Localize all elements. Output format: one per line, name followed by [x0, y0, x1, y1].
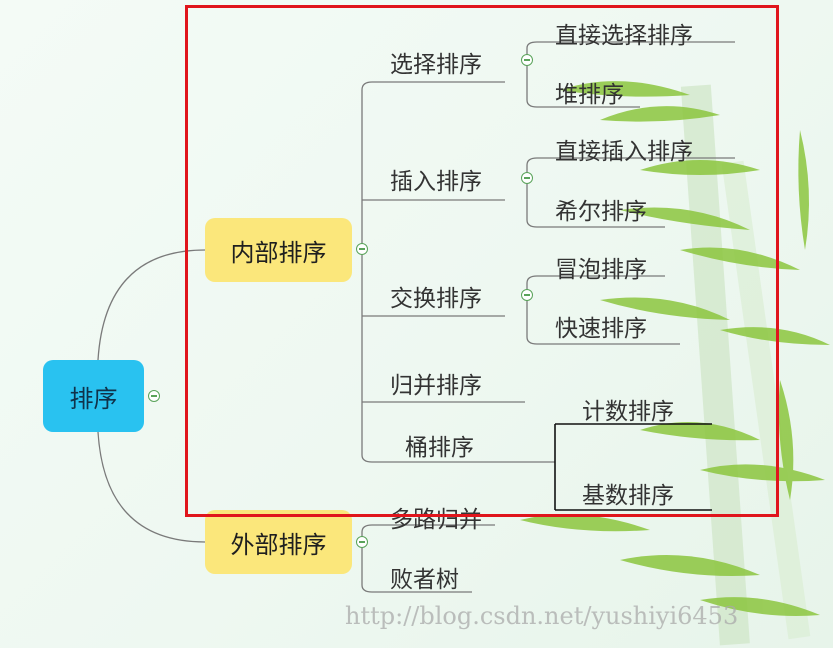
- leaf-counting-sort[interactable]: 计数排序: [582, 399, 674, 425]
- leaf-shell-sort[interactable]: 希尔排序: [555, 199, 647, 225]
- leaf-direct-selection-sort[interactable]: 直接选择排序: [555, 23, 693, 49]
- leaf-bubble-sort[interactable]: 冒泡排序: [555, 257, 647, 283]
- external-sort-node[interactable]: 外部排序: [205, 510, 352, 574]
- internal-sort-node[interactable]: 内部排序: [205, 218, 352, 282]
- leaf-heap-sort[interactable]: 堆排序: [555, 82, 624, 108]
- group-selection-sort[interactable]: 选择排序: [390, 52, 482, 78]
- internal-collapse-icon[interactable]: [356, 243, 368, 255]
- leaf-quick-sort[interactable]: 快速排序: [555, 316, 647, 342]
- leaf-direct-insertion-sort[interactable]: 直接插入排序: [555, 139, 693, 165]
- group-exchange-sort[interactable]: 交换排序: [390, 286, 482, 312]
- root-collapse-icon[interactable]: [148, 390, 160, 402]
- watermark: http://blog.csdn.net/yushiyi6453: [345, 602, 739, 630]
- leaf-multiway-merge[interactable]: 多路归并: [390, 507, 482, 533]
- internal-sort-label: 内部排序: [230, 238, 327, 267]
- group-merge-sort[interactable]: 归并排序: [390, 373, 482, 399]
- external-sort-label: 外部排序: [230, 530, 327, 559]
- leaf-loser-tree[interactable]: 败者树: [390, 567, 459, 593]
- insertion-collapse-icon[interactable]: [521, 172, 533, 184]
- leaf-radix-sort[interactable]: 基数排序: [582, 483, 674, 509]
- highlight-box: [185, 5, 779, 517]
- selection-collapse-icon[interactable]: [521, 54, 533, 66]
- root-label: 排序: [69, 384, 118, 413]
- external-collapse-icon[interactable]: [356, 536, 368, 548]
- group-bucket-sort[interactable]: 桶排序: [405, 435, 474, 461]
- exchange-collapse-icon[interactable]: [521, 289, 533, 301]
- group-insertion-sort[interactable]: 插入排序: [390, 169, 482, 195]
- root-node[interactable]: 排序: [43, 360, 144, 432]
